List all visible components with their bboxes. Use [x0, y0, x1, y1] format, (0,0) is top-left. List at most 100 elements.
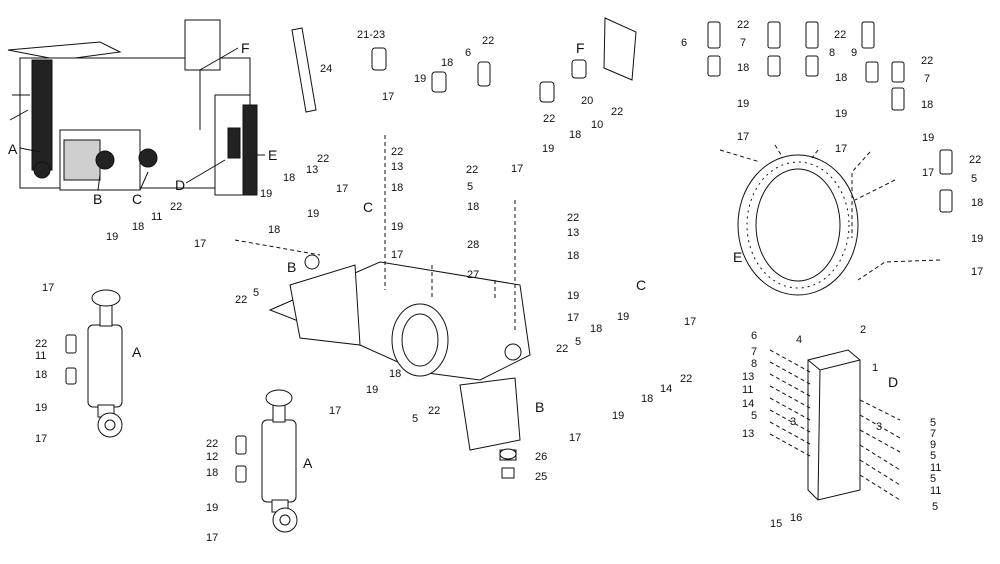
part-11: 11 [151, 211, 162, 223]
part-22: 22 [567, 212, 579, 224]
part-2: 2 [860, 324, 866, 336]
part-6: 6 [751, 330, 757, 342]
part-13: 13 [742, 428, 754, 440]
part-22: 22 [834, 29, 846, 41]
part-18: 18 [206, 467, 218, 479]
part-22: 22 [317, 153, 329, 165]
manifold-block-d [807, 349, 861, 501]
label-b-right: B [535, 399, 544, 415]
part-19: 19 [835, 108, 847, 120]
part-7: 7 [751, 346, 757, 358]
part-18: 18 [590, 323, 602, 335]
part-10: 10 [591, 119, 603, 131]
part-22: 22 [680, 373, 692, 385]
part-22: 22 [611, 106, 623, 118]
part-18: 18 [567, 250, 579, 262]
part-18: 18 [268, 224, 280, 236]
part-18: 18 [569, 129, 581, 141]
part-5: 5 [930, 450, 936, 462]
part-17: 17 [971, 266, 983, 278]
part-13: 13 [306, 164, 318, 176]
part-19: 19 [35, 402, 47, 414]
part-19: 19 [971, 233, 983, 245]
axle-frame [268, 254, 531, 479]
part-22: 22 [235, 294, 247, 306]
part-22: 22 [35, 338, 47, 350]
cylinder-a-left [87, 289, 123, 438]
part-14: 14 [742, 398, 754, 410]
part-3: 3 [790, 416, 796, 428]
part-17: 17 [42, 282, 54, 294]
part-22: 22 [737, 19, 749, 31]
part-22: 22 [466, 164, 478, 176]
part-22: 22 [556, 343, 568, 355]
part-19: 19 [737, 98, 749, 110]
part-3: 3 [876, 421, 882, 433]
part-5: 5 [575, 336, 581, 348]
part-18: 18 [132, 221, 144, 233]
part-4: 4 [796, 334, 802, 346]
label-b-left: B [287, 259, 296, 275]
part-22: 22 [482, 35, 494, 47]
label-c-right: C [636, 277, 646, 293]
part-20: 20 [581, 95, 593, 107]
label-e-overview: E [268, 147, 277, 163]
part-13: 13 [391, 161, 403, 173]
part-9: 9 [930, 439, 936, 451]
part-19: 19 [617, 311, 629, 323]
label-f-plate: F [576, 40, 585, 56]
part-17: 17 [391, 249, 403, 261]
label-a-left: A [132, 344, 142, 360]
part-17: 17 [835, 143, 847, 155]
part-6: 6 [465, 47, 471, 59]
part-5: 5 [971, 173, 977, 185]
part-1: 1 [872, 362, 878, 374]
part-22: 22 [391, 146, 403, 158]
part-17: 17 [206, 532, 218, 544]
label-b-overview: B [93, 191, 102, 207]
part-5: 5 [253, 287, 259, 299]
part-17: 17 [737, 131, 749, 143]
part-7: 7 [740, 37, 746, 49]
part-16: 16 [790, 512, 802, 524]
part-17: 17 [336, 183, 348, 195]
label-e-ring: E [733, 249, 742, 265]
part-19: 19 [260, 188, 272, 200]
part-5: 5 [751, 410, 757, 422]
part-19: 19 [391, 221, 403, 233]
part-7: 7 [930, 428, 936, 440]
part-14: 14 [660, 383, 672, 395]
part-18: 18 [35, 369, 47, 381]
label-f-overview: F [241, 40, 250, 56]
part-11: 11 [930, 485, 941, 497]
swivel-ring-e [737, 154, 859, 296]
part-26: 26 [535, 451, 547, 463]
part-12: 12 [206, 451, 218, 463]
fittings [65, 17, 953, 483]
part-19: 19 [612, 410, 624, 422]
label-a-centre: A [303, 455, 313, 471]
part-17: 17 [194, 238, 206, 250]
part-17: 17 [329, 405, 341, 417]
part-19: 19 [542, 143, 554, 155]
part-17: 17 [511, 163, 523, 175]
part-19: 19 [414, 73, 426, 85]
part-19: 19 [366, 384, 378, 396]
part-5: 5 [932, 501, 938, 513]
part-17: 17 [922, 167, 934, 179]
part-15: 15 [770, 518, 782, 530]
part-18: 18 [389, 368, 401, 380]
label-d-manifold: D [888, 374, 898, 390]
part-22: 22 [428, 405, 440, 417]
part-19: 19 [206, 502, 218, 514]
part-25: 25 [535, 471, 547, 483]
cylinder-a-centre [261, 389, 298, 533]
part-28: 28 [467, 239, 479, 251]
part-17: 17 [35, 433, 47, 445]
part-18: 18 [641, 393, 653, 405]
part-13: 13 [567, 227, 579, 239]
label-c-overview: C [132, 191, 142, 207]
label-d-overview: D [175, 177, 185, 193]
label-c-left: C [363, 199, 373, 215]
part-11: 11 [930, 462, 941, 474]
